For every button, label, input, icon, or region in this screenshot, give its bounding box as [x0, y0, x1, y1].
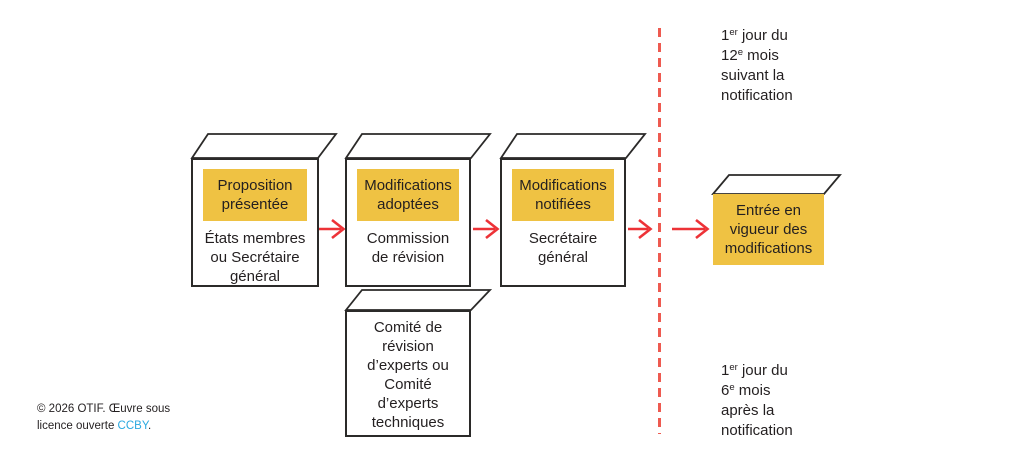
flow-box-proposition: Proposition présentée États membres ou S… [191, 158, 319, 287]
entree-line: vigueur des [729, 221, 808, 238]
milestone-top: 1er jour du 12e mois suivant la notifica… [721, 26, 793, 106]
label-line: présentée [221, 196, 289, 213]
box-notifiees-top-face [499, 133, 647, 159]
flow-arrow-4 [672, 218, 710, 240]
flow-box-modifications-notifiees: Modifications notifiées Secrétaire génér… [500, 158, 626, 287]
comite-line: Comité de [373, 319, 443, 336]
flow-box-comite: Comité de révision d’experts ou Comité d… [345, 310, 471, 437]
flow-box-modifications-adoptees: Modifications adoptées Commission de rév… [345, 158, 471, 287]
actor-line: général [537, 249, 589, 266]
milestone-line: notification [721, 422, 793, 439]
label-line: notifiées [535, 196, 591, 213]
comite-line: révision [382, 338, 434, 355]
box-proposition-top-face [190, 133, 338, 159]
actor-line: Secrétaire [528, 230, 598, 247]
box-proposition-actor: États membres ou Secrétaire général [193, 229, 317, 286]
flow-arrow-3 [628, 218, 653, 240]
flow-arrow-2 [473, 218, 500, 240]
milestone-bottom: 1er jour du 6e mois après la notificatio… [721, 361, 793, 441]
milestone-line: 12e mois [721, 47, 779, 64]
actor-line: ou Secrétaire [210, 249, 300, 266]
ordinal-suffix: er [729, 27, 738, 38]
box-entree-top-face [711, 174, 842, 195]
entree-line: modifications [724, 240, 813, 257]
box-adoptees-actor: Commission de révision [347, 229, 469, 267]
copyright-line: licence ouverte CCBY. [37, 420, 152, 432]
ordinal-suffix: e [729, 382, 735, 393]
milestone-line: après la [721, 402, 775, 419]
milestone-line: notification [721, 87, 793, 104]
comite-line: Comité [384, 376, 432, 393]
actor-line: États membres [204, 230, 306, 247]
entree-line: Entrée en [735, 202, 802, 219]
label-line: Modifications [519, 177, 607, 194]
comite-line: d’experts ou [367, 357, 449, 374]
ordinal-suffix: e [737, 47, 743, 58]
milestone-line: 1er jour du [721, 362, 788, 379]
comite-line: d’experts [377, 395, 439, 412]
label-line: Modifications [364, 177, 452, 194]
milestone-line: 1er jour du [721, 27, 788, 44]
comite-line: techniques [371, 414, 445, 431]
flow-box-entree-en-vigueur: Entrée en vigueur des modifications [713, 194, 824, 265]
milestone-line: suivant la [721, 67, 785, 84]
box-proposition-label: Proposition présentée [203, 169, 307, 221]
copyright-notice: © 2026 OTIF. Œuvre sous licence ouverte … [37, 401, 170, 435]
actor-line: général [229, 268, 281, 285]
ordinal-suffix: er [729, 362, 738, 373]
label-line: Proposition [217, 177, 293, 194]
flow-arrow-1 [319, 218, 346, 240]
box-notifiees-label: Modifications notifiées [512, 169, 614, 221]
label-line: adoptées [377, 196, 439, 213]
box-adoptees-label: Modifications adoptées [357, 169, 459, 221]
milestone-line: 6e mois [721, 382, 771, 399]
actor-line: Commission [366, 230, 450, 247]
copyright-line: © 2026 OTIF. Œuvre sous [37, 403, 171, 415]
box-comite-top-face [344, 289, 493, 311]
box-notifiees-actor: Secrétaire général [502, 229, 624, 267]
actor-line: de révision [371, 249, 445, 266]
box-adoptees-top-face [344, 133, 492, 159]
ccby-license-link[interactable]: CCBY [117, 420, 149, 432]
